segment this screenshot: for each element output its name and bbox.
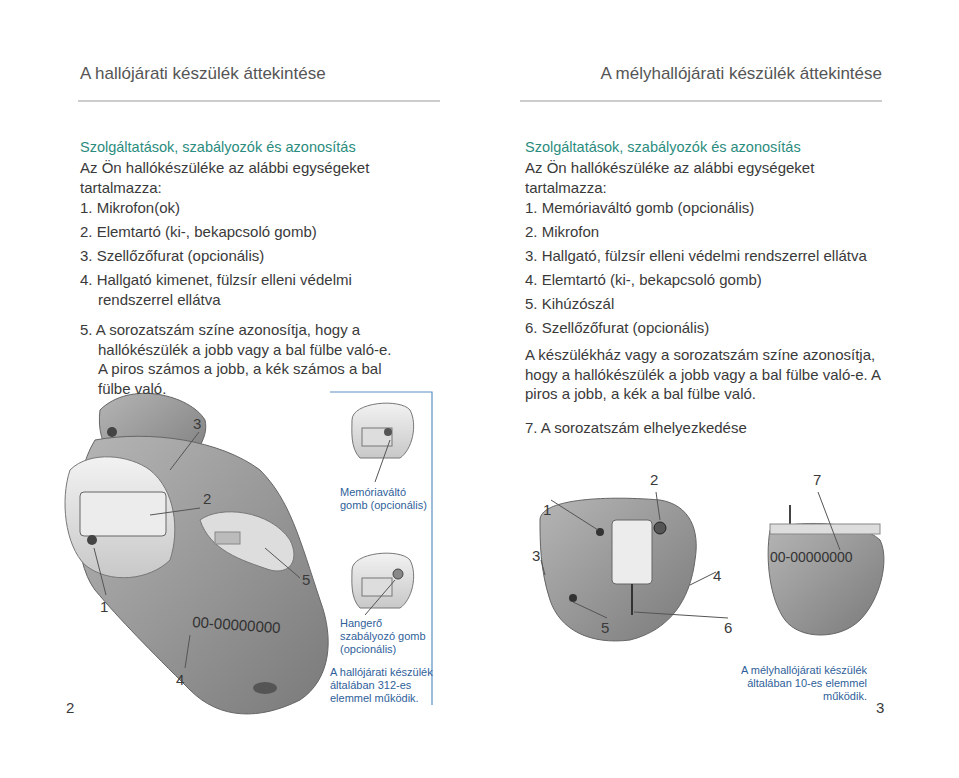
section-heading: Szolgáltatások, szabályozók és azonosítá…: [525, 138, 885, 157]
page-number: 3: [876, 698, 896, 718]
receiver: [253, 682, 277, 694]
list-item: 4. Hallgató kimenet, fülzsír elleni véde…: [80, 270, 370, 309]
list-item: 2. Elemtartó (ki-, bekapcsoló gomb): [80, 222, 440, 242]
leader-line: [265, 548, 300, 578]
callout-number: 2: [650, 470, 670, 490]
leader-line: [656, 492, 660, 520]
callout-number: 3: [532, 546, 552, 566]
battery-note: A hallójárati készülék általában 312-es …: [330, 666, 455, 706]
leader-line: [541, 560, 545, 575]
page-heading: A hallójárati készülék áttekintése: [80, 63, 440, 85]
list-item: 3. Szellőzőfurat (opcionális): [80, 246, 440, 266]
faceplate: [65, 457, 175, 578]
list-item: 6. Szellőzőfurat (opcionális): [525, 318, 885, 338]
list-item: 1. Memóriaváltó gomb (opcionális): [525, 198, 885, 218]
memory-button: [384, 428, 392, 436]
callout-number: 6: [724, 618, 744, 638]
faceplate-edge: [770, 524, 880, 534]
battery-door: [80, 492, 166, 536]
part-label: Memóriaváltó gomb (opcionális): [340, 486, 435, 512]
leader-line: [818, 492, 840, 550]
rule: [520, 101, 882, 102]
leader-line: [150, 508, 200, 515]
vent: [107, 427, 117, 437]
leader-line: [690, 572, 716, 585]
list-item: 7. A sorozatszám elhelyezkedése: [525, 418, 885, 438]
note-text: A készülékház vagy a sorozatszám színe a…: [525, 345, 910, 404]
rule: [78, 101, 440, 102]
battery-door: [362, 428, 392, 446]
leader-line: [634, 612, 728, 618]
vent: [569, 594, 577, 602]
battery-door: [362, 578, 392, 596]
list-item: 4. Elemtartó (ki-, bekapcsoló gomb): [525, 270, 885, 290]
small-device: [352, 553, 414, 608]
callout-number: 1: [100, 597, 120, 617]
page-heading: A mélyhallójárati készülék áttekintése: [520, 63, 882, 85]
leader-line: [94, 548, 106, 595]
canal-tip: [200, 512, 294, 571]
list-item: 1. Mikrofon(ok): [80, 198, 440, 218]
tip-slot: [215, 532, 240, 544]
callout-number: 4: [713, 566, 733, 586]
intro-text: Az Ön hallókészüléke az alábbi egységeke…: [80, 158, 370, 197]
callout-number: 4: [176, 670, 196, 690]
callout-number: 2: [203, 489, 223, 509]
callout-number: 7: [813, 470, 833, 490]
battery-note: A mélyhallójárati készülék általában 10-…: [712, 664, 867, 704]
microphone: [87, 535, 97, 545]
serial-number: 00-00000000: [770, 548, 895, 566]
callout-number: 1: [543, 500, 563, 520]
leader-line: [573, 602, 607, 618]
list-item: 3. Hallgató, fülzsír elleni védelmi rend…: [525, 246, 905, 266]
list-item: 5. A sorozatszám színe azonosítja, hogy …: [80, 320, 400, 398]
intro-text: Az Ön hallókészüléke az alábbi egységeke…: [525, 158, 825, 197]
callout-number: 5: [601, 618, 621, 638]
leader-line: [375, 440, 390, 482]
bracket: [330, 392, 432, 705]
leader-line: [170, 432, 199, 470]
callout-number: 5: [302, 570, 322, 590]
list-item: 5. Kihúzószál: [525, 294, 885, 314]
leader-line: [551, 500, 598, 530]
memory-button: [654, 522, 666, 534]
list-item: 2. Mikrofon: [525, 222, 885, 242]
removal-cord: [631, 584, 633, 615]
small-device: [352, 403, 414, 458]
page-number: 2: [66, 698, 86, 718]
battery-door: [612, 520, 652, 584]
cic-shell: [540, 498, 696, 641]
leader-line: [185, 635, 190, 668]
part-label: Hangerő szabályozó gomb (opcionális): [340, 617, 440, 657]
volume-wheel: [393, 569, 403, 579]
callout-number: 3: [193, 414, 213, 434]
section-heading: Szolgáltatások, szabályozók és azonosítá…: [80, 138, 440, 157]
leader-line: [365, 580, 395, 615]
cic-profile: [768, 523, 884, 635]
